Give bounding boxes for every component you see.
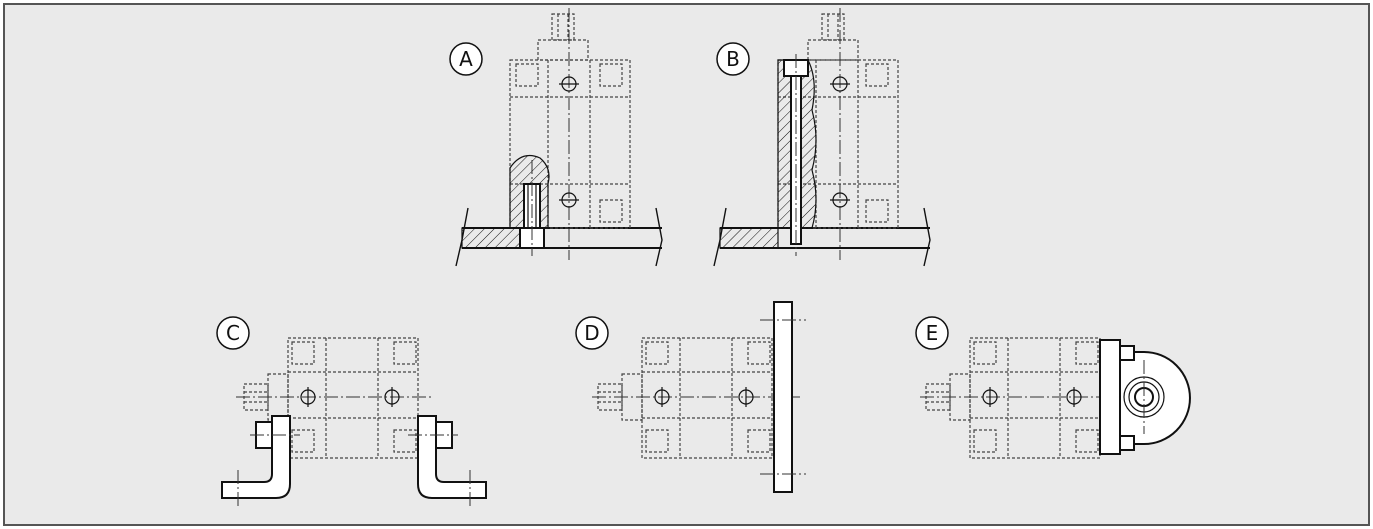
port-icon	[738, 387, 754, 407]
base-plate-section	[719, 227, 779, 249]
figure-panel	[3, 3, 1370, 526]
end-cap	[537, 13, 589, 61]
port-icon	[830, 192, 850, 208]
port-icon	[830, 76, 850, 92]
cylinder-body	[287, 337, 419, 459]
view-label-e: E	[915, 316, 949, 350]
view-a: A	[449, 8, 663, 267]
port-icon	[384, 387, 400, 407]
port-icon	[559, 192, 579, 208]
view-e: E	[915, 316, 1191, 459]
view-label-a-text: A	[459, 47, 473, 71]
clevis-mount	[1119, 351, 1191, 445]
clevis-bolt-bottom	[1119, 435, 1135, 451]
break-lines	[455, 207, 663, 267]
view-label-b-text: B	[726, 47, 740, 71]
view-label-b: B	[716, 42, 750, 76]
clevis-plate	[1099, 339, 1121, 455]
break-lines	[713, 207, 931, 267]
port-icon	[559, 76, 579, 92]
view-label-c: C	[216, 316, 250, 350]
cylinder-body	[641, 337, 773, 459]
base-plate-section	[461, 227, 523, 249]
view-b: B	[713, 8, 931, 267]
view-label-d-text: D	[584, 321, 599, 345]
port-icon	[1066, 387, 1082, 407]
view-label-a: A	[449, 42, 483, 76]
view-label-c-text: C	[226, 321, 240, 345]
view-label-d: D	[575, 316, 609, 350]
cylinder-body	[969, 337, 1101, 459]
end-cap	[807, 13, 859, 61]
view-d: D	[575, 301, 806, 493]
port-icon	[982, 387, 998, 407]
port-icon	[654, 387, 670, 407]
view-label-e-text: E	[926, 321, 939, 345]
flange-plate	[773, 301, 793, 493]
view-c: C	[216, 316, 487, 508]
port-icon	[300, 387, 316, 407]
clevis-bolt-top	[1119, 345, 1135, 361]
